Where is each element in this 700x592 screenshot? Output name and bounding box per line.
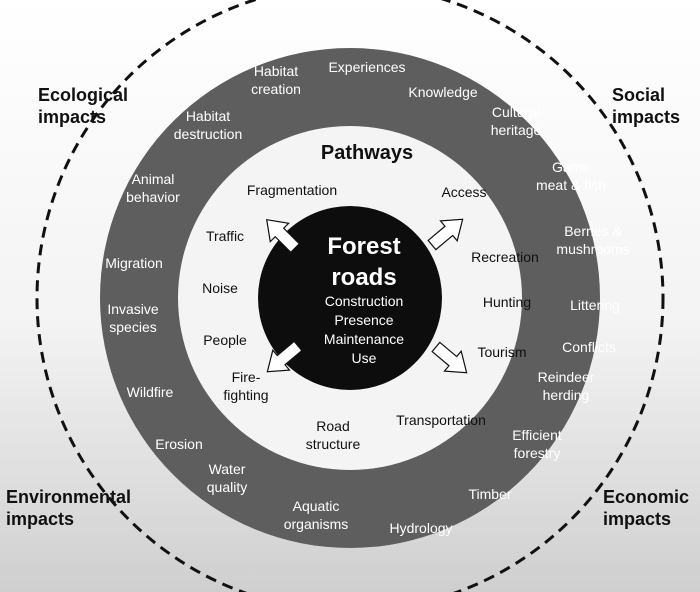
center-title-line1: Forest	[327, 233, 400, 260]
arrow-up-left	[265, 218, 301, 254]
arrow-up-right	[427, 218, 464, 251]
phase-maintenance: Maintenance	[324, 331, 404, 347]
arrow-down-left	[266, 340, 303, 373]
pathway-tourism: Tourism	[477, 344, 526, 360]
ecological-impacts-label: Ecological impacts	[38, 85, 129, 127]
social-impacts-label: Social impacts	[612, 85, 681, 127]
pathway-people: People	[203, 332, 247, 348]
phase-construction: Construction	[325, 293, 404, 309]
impact-timber: Timber	[468, 486, 511, 502]
impact-migration: Migration	[105, 255, 163, 271]
impact-erosion: Erosion	[155, 436, 202, 452]
pathway-hunting: Hunting	[483, 294, 531, 310]
pathway-fragmentation: Fragmentation	[247, 182, 337, 198]
impact-conflicts: Conflicts	[562, 339, 616, 355]
pathway-noise: Noise	[202, 280, 238, 296]
impact-knowledge: Knowledge	[408, 84, 477, 100]
dashed-boundary	[35, 0, 665, 592]
pathway-traffic: Traffic	[206, 228, 244, 244]
center-title-line2: roads	[331, 264, 396, 291]
pathways-title: Pathways	[321, 142, 413, 164]
pathway-transportation: Transportation	[396, 412, 486, 428]
phase-presence: Presence	[334, 312, 393, 328]
economic-impacts-label: Economic impacts	[603, 487, 690, 529]
arrow-down-right	[431, 341, 468, 374]
environmental-impacts-label: Environmental impacts	[6, 487, 132, 529]
forest-roads-center	[258, 206, 442, 390]
impact-hydrology: Hydrology	[389, 520, 452, 536]
impact-berries-mushrooms: Berries &mushrooms	[556, 223, 629, 257]
impact-experiences: Experiences	[328, 59, 405, 75]
phase-use: Use	[352, 350, 377, 366]
impact-littering: Littering	[570, 297, 620, 313]
pathway-fire-fighting: Fire-fighting	[223, 369, 268, 403]
pathway-access: Access	[441, 184, 486, 200]
impact-wildfire: Wildfire	[127, 384, 174, 400]
pathway-labels: Fragmentation AccessTrafficRecreationNois…	[202, 182, 539, 452]
pathway-recreation: Recreation	[471, 249, 539, 265]
